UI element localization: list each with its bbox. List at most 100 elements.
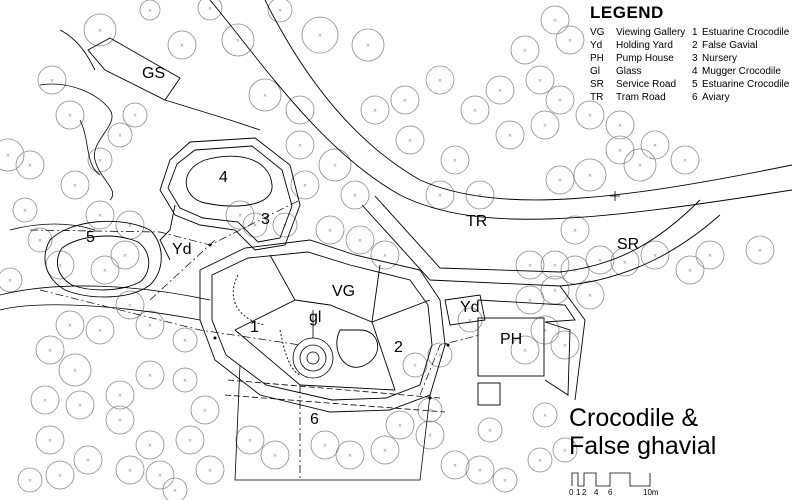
tree-centre-mark: × [438, 353, 442, 359]
tree-canopy [55, 100, 85, 130]
legend-abbr-code: SR [590, 79, 604, 90]
tree-centre-mark: × [398, 423, 402, 429]
tree-centre-mark: × [653, 253, 657, 259]
tree-centre-mark: × [358, 238, 362, 244]
tree-centre-mark: × [558, 178, 562, 184]
tree-centre-mark: × [48, 348, 52, 354]
tree-centre-mark: × [183, 338, 187, 344]
tree-canopy [545, 85, 575, 115]
legend-abbr-code: PH [590, 53, 604, 64]
tree-centre-mark: × [428, 433, 432, 439]
tree-canopy [225, 200, 255, 230]
tree-canopy [585, 245, 615, 275]
tree-canopy [110, 240, 140, 270]
tree-canopy [65, 390, 95, 420]
tree-canopy [135, 360, 165, 390]
tree-canopy [335, 440, 365, 470]
tree-centre-mark: × [8, 278, 12, 284]
label-enclosure-5: 5 [86, 229, 95, 246]
tree-canopy [675, 255, 705, 285]
tree-canopy [260, 440, 290, 470]
scale-bar [571, 472, 651, 487]
legend-abbr-code: VG [590, 27, 605, 38]
tree-canopy [345, 225, 375, 255]
tree-centre-mark: × [50, 78, 54, 84]
tree-canopy [60, 170, 90, 200]
tree-canopy [415, 420, 445, 450]
tree-canopy [560, 215, 590, 245]
scale-tick-label: 0 [569, 488, 574, 497]
tree-centre-mark: × [73, 368, 77, 374]
tree-centre-mark: × [498, 88, 502, 94]
tree-canopy [525, 65, 555, 95]
tree-centre-mark: × [373, 108, 377, 114]
tree-canopy [395, 125, 425, 155]
tree-canopy [623, 148, 657, 182]
legend-abbr-name: Glass [616, 66, 642, 77]
tree-canopy [172, 367, 198, 393]
tree-canopy [351, 28, 385, 62]
tree-canopy [390, 85, 420, 115]
tree-canopy [175, 425, 205, 455]
tree-centre-mark: × [543, 413, 547, 419]
tree-canopy [670, 145, 700, 175]
tree-centre-mark: × [118, 133, 122, 139]
tree-canopy [27, 227, 53, 253]
tree-canopy [115, 290, 145, 320]
tree-centre-mark: × [58, 263, 62, 269]
tree-centre-mark: × [538, 78, 542, 84]
tree-centre-mark: × [563, 448, 567, 454]
legend-title: LEGEND [590, 3, 664, 22]
tree-canopy [515, 285, 545, 315]
tree-canopy [122, 102, 148, 128]
central-enclosure [199, 239, 446, 413]
cross-marker [610, 191, 620, 201]
tree-centre-mark: × [353, 193, 357, 199]
tree-canopy [318, 148, 352, 182]
service-road [361, 195, 721, 401]
tree-canopy [58, 353, 92, 387]
tree-centre-mark: × [328, 228, 332, 234]
tree-canopy [340, 180, 370, 210]
tree-canopy [139, 0, 161, 21]
tree-canopy [248, 78, 282, 112]
legend-enclosure-name: Estuarine Crocodile [702, 79, 790, 90]
survey-markers [208, 243, 450, 400]
tree-centre-mark: × [128, 468, 132, 474]
tree-centre-mark: × [438, 78, 442, 84]
tree-centre-mark: × [553, 288, 557, 294]
tree-centre-mark: × [278, 8, 282, 14]
tree-canopy [610, 247, 640, 277]
tree-centre-mark: × [158, 473, 162, 479]
tree-centre-mark: × [348, 453, 352, 459]
tree-centre-mark: × [553, 263, 557, 269]
tree-canopy [0, 138, 25, 172]
tree-centre-mark: × [118, 393, 122, 399]
tree-centre-mark: × [68, 113, 72, 119]
scale-tick-label: 2 [582, 488, 587, 497]
tree-centre-mark: × [508, 133, 512, 139]
tree-centre-mark: × [468, 318, 472, 324]
tree-canopy [575, 280, 605, 310]
tree-canopy [45, 460, 75, 490]
tree-canopy [12, 197, 38, 223]
map-title-line-2: False ghavial [569, 432, 717, 460]
tree-centre-mark: × [568, 38, 572, 44]
tree-centre-mark: × [318, 33, 322, 39]
tree-canopy [510, 35, 540, 65]
tree-centre-mark: × [413, 363, 417, 369]
tree-centre-mark: × [478, 468, 482, 474]
tree-canopy [530, 110, 560, 140]
tree-centre-mark: × [86, 458, 90, 464]
tree-centre-mark: × [68, 323, 72, 329]
tree-centre-mark: × [188, 438, 192, 444]
tree-canopy [195, 455, 225, 485]
tree-centre-mark: × [98, 213, 102, 219]
tree-centre-mark: × [758, 248, 762, 254]
scale-tick-label: 6 [608, 488, 613, 497]
tree-canopy [510, 335, 540, 365]
